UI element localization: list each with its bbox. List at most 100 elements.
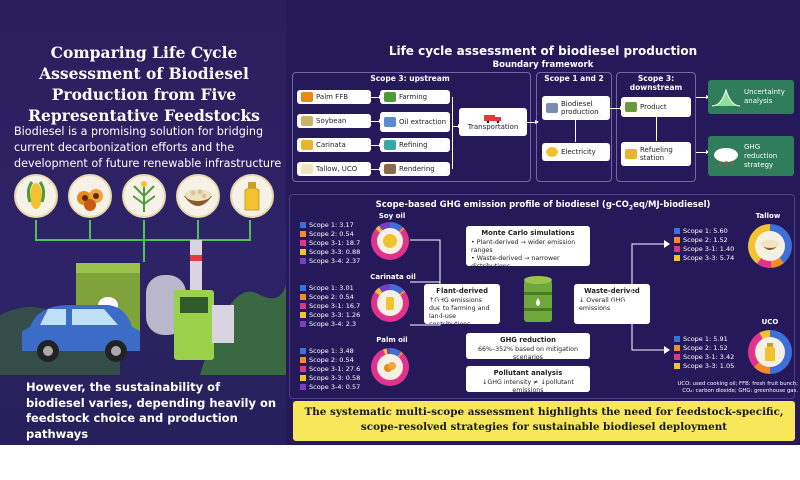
legend-swatch [674,255,680,262]
scope12-label: Scope 1 and 2 [544,74,604,83]
legend-swatch [300,384,306,391]
oil-bottle-icon [386,297,394,310]
monte-carlo-box: Monte Carlo simulations • Plant-derived … [466,226,590,270]
scope-value: Scope 3-1: 3.42 [683,352,735,361]
legend-swatch [300,365,306,372]
lightbulb-icon [546,147,558,157]
soybean-bowl-icon [176,174,220,218]
legend-swatch [300,375,306,382]
process-label: Refining [399,141,428,149]
oil-bottle-icon [230,174,274,218]
farming-icon [384,92,396,102]
electricity-label: Electricity [561,148,596,156]
arrow [610,106,624,110]
feedstock-carinata: Carinata [297,138,371,152]
soy-oil-donut [371,222,409,260]
arrow [527,120,539,124]
bottom-margin [0,445,800,480]
biodiesel-production-label: Biodiesel production [561,100,599,116]
uco-scope-list: Scope 1: 5.91 Scope 2: 1.52 Scope 3-1: 3… [674,334,734,371]
scope-value: Scope 2: 0.54 [309,229,354,238]
pollutant-analysis-body: ↓GHG intensity ≠ ↓pollutant emissions [482,379,574,394]
feedstock-label: Carinata [316,141,346,149]
tallow-label: Tallow [755,212,781,220]
scope-value: Scope 3-1: 1.40 [683,244,735,253]
palm-fruit-icon [68,174,112,218]
tallow-bowl-icon [761,240,779,250]
scope-row: Scope 3-3: 1.05 [674,362,734,371]
boundary-framework-title: Boundary framework [492,60,594,70]
scope-row: Scope 1: 5.91 [674,334,734,343]
palm-oil-label: Palm oil [376,336,408,344]
soy-oil-label: Soy oil [378,212,406,220]
conclusion-text: However, the sustainability of biodiesel… [26,380,277,441]
ghg-reduction-body: 66%–352% based on mitigation scenarios [477,346,579,361]
scope-value: Scope 2: 0.54 [309,355,354,364]
carinata-oil-label: Carinata oil [370,273,416,281]
plant-derived-title: Plant-derived [436,287,488,295]
arrow [371,119,383,123]
banner-line: scope-resolved strategies for sustainabl… [360,421,728,433]
scope-row: Scope 3-4: 0.57 [300,383,360,392]
conclusion-banner-text: The systematic multi-scope assessment hi… [293,405,795,435]
legend-swatch [674,227,680,234]
scope-row: Scope 1: 3.01 [300,283,360,292]
scope-value: Scope 1: 3.01 [309,283,354,292]
scope-value: Scope 1: 3.17 [309,220,354,229]
scope-row: Scope 3-1: 16.7 [300,301,360,310]
monte-carlo-line2-text: Waste-derived → narrower distributions [471,255,560,270]
scope-row: Scope 1: 5.60 [674,226,734,235]
scope-value: Scope 3-4: 2.37 [309,257,361,266]
legend-swatch [300,293,306,300]
conclusion-banner [293,401,795,441]
scope-row: Scope 3-4: 2.37 [300,257,360,266]
ghg-profile-frame [289,194,795,399]
intro-text: Biodiesel is a promising solution for br… [14,125,282,170]
scope-row: Scope 3-3: 0.88 [300,248,360,257]
process-label: Oil extraction [399,118,447,126]
factory-icon [546,103,558,113]
carinata-oil-donut [371,284,409,322]
legend-swatch [300,302,306,309]
scope-value: Scope 3-3: 5.74 [683,254,735,263]
connector-line [575,120,576,142]
scope-value: Scope 3-1: 16.7 [309,301,361,310]
scope-value: Scope 3-3: 0.88 [309,248,361,257]
scope-row: Scope 3-3: 0.58 [300,374,360,383]
arrow [452,124,462,128]
product-box: Product [621,97,691,117]
fuel-pump-icon [625,149,637,159]
legend-swatch [300,239,306,246]
corn-icon [14,174,58,218]
scope-row: Scope 3-1: 18.7 [300,238,360,247]
left-panel: Comparing Life Cycle Assessment of Biodi… [0,0,286,445]
truck-icon [484,114,501,123]
legend-swatch [300,312,306,319]
ghg-title-part: eq/MJ-biodiesel) [633,200,711,210]
scope3-upstream-label: Scope 3: upstream [370,74,450,83]
connector-line [452,97,453,169]
refueling-station-box: Refueling station [621,142,691,166]
scope-row: Scope 3-1: 3.42 [674,352,734,361]
plant-derived-box: Plant-derived ↑GHG emissions due to farm… [424,284,500,328]
scope-value: Scope 2: 1.52 [683,343,728,352]
scope-row: Scope 1: 3.48 [300,346,360,355]
feedstock-soybean: Soybean [297,114,371,128]
oil-extraction-icon [384,117,396,127]
tallow-bowl-icon [301,164,313,174]
legend-swatch [300,321,306,328]
ghg-title-part: Scope-based GHG emission profile of biod… [375,200,629,210]
footnote: UCO: used cooking oil; FFB: fresh fruit … [640,381,798,395]
scope-value: Scope 3-4: 2.3 [309,320,357,329]
ghg-reduction-strategy-box: GHG reduction strategy [708,136,794,176]
scope-row: Scope 3-4: 2.3 [300,320,360,329]
process-rendering: Rendering [380,162,450,176]
banner-line: The systematic multi-scope assessment hi… [304,406,784,418]
biodiesel-production-box: Biodiesel production [542,96,610,120]
ghg-reduction-box: GHG reduction 66%–352% based on mitigati… [466,333,590,361]
scope-row: Scope 3-3: 5.74 [674,254,734,263]
product-label: Product [640,103,667,111]
process-label: Farming [399,93,428,101]
soybean-icon [383,234,397,248]
ghg-reduction-title: GHG reduction [500,336,556,344]
